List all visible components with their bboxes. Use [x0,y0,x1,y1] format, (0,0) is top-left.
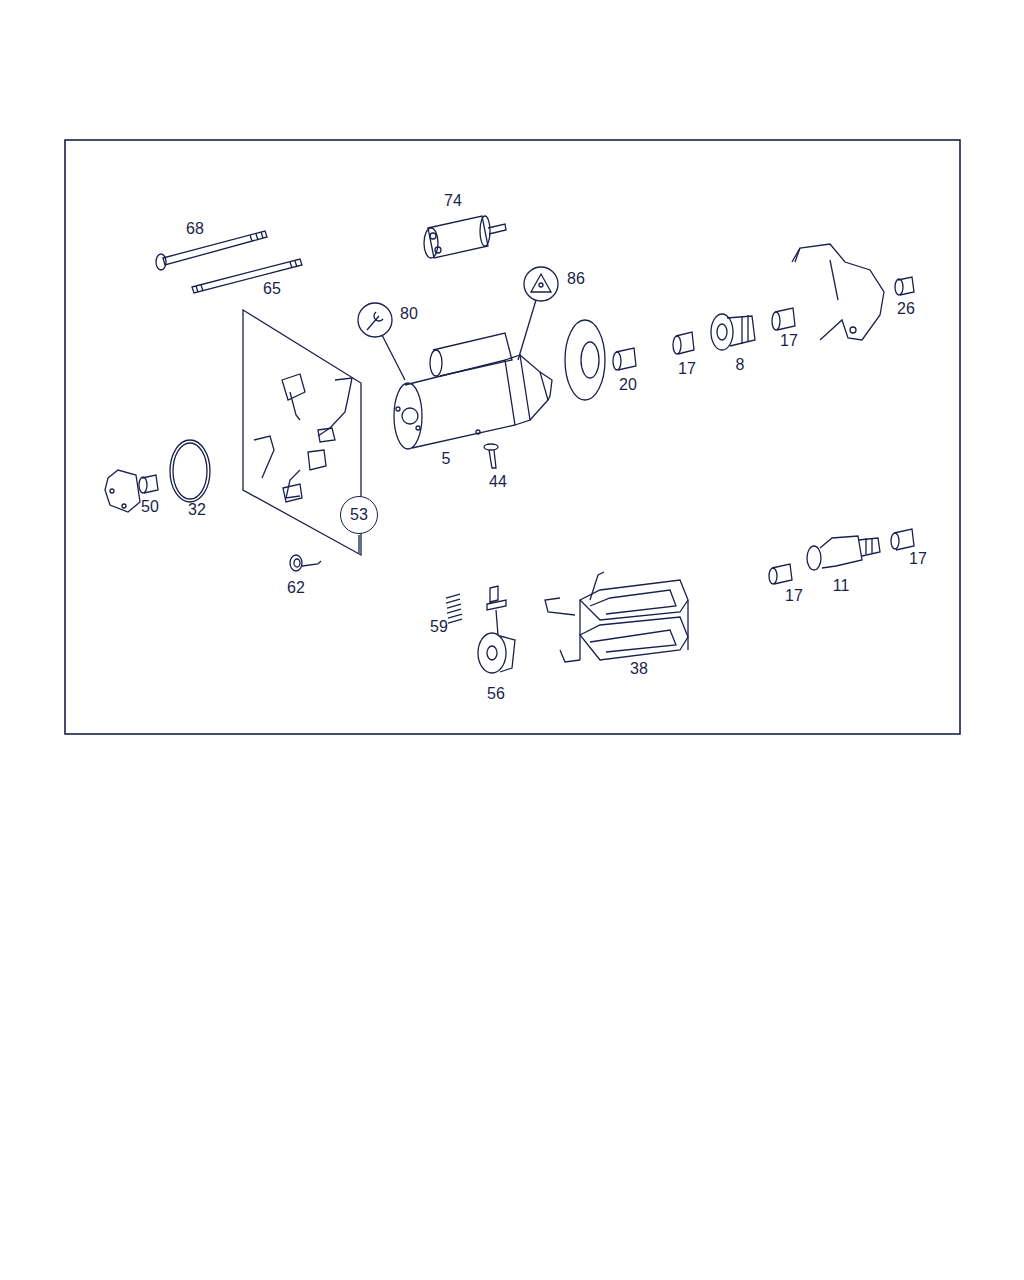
callout-number: 86 [567,271,585,287]
frame [65,140,960,734]
bush [772,308,795,330]
callout-number: 62 [287,580,305,596]
callout-circle: 53 [340,496,378,534]
callout-number: 65 [263,281,281,297]
callout-number: 74 [444,193,462,209]
callout-number: 17 [909,551,927,567]
bush [769,564,792,584]
triangle-symbol [518,267,558,360]
starter-motor [394,333,552,449]
wrench-symbol [358,303,405,380]
callout-number: 8 [736,357,745,373]
screw [484,444,498,468]
solenoid [424,216,506,258]
spring [290,555,321,571]
brush-holder [478,586,515,673]
callout-number: 26 [897,301,915,317]
bolt [156,231,267,270]
callout-number: 68 [186,221,204,237]
callout-number: 44 [489,474,507,490]
pinion [711,314,755,350]
cover [565,320,605,400]
bush [891,529,914,550]
o-ring [170,440,210,502]
callout-number: 59 [430,619,448,635]
callout-number: 53 [350,507,368,523]
callout-number: 17 [780,333,798,349]
callout-number: 11 [833,578,850,594]
stud [192,259,302,293]
drive-housing [792,244,884,340]
end-plate [105,470,140,512]
callout-number: 32 [188,502,206,518]
pinion [807,536,880,570]
callout-number: 5 [442,451,451,467]
leader-line [358,535,359,553]
callout-number: 80 [400,306,418,322]
callout-number: 17 [678,361,696,377]
bush [673,332,694,354]
callout-number: 50 [141,499,159,515]
bush [895,277,914,295]
field-coil [545,572,688,662]
callout-number: 17 [785,588,803,604]
callout-number: 20 [619,377,637,393]
spring [446,594,462,623]
bush [139,475,158,493]
callout-number: 56 [487,686,505,702]
callout-number: 38 [630,661,648,677]
bush [613,348,636,370]
